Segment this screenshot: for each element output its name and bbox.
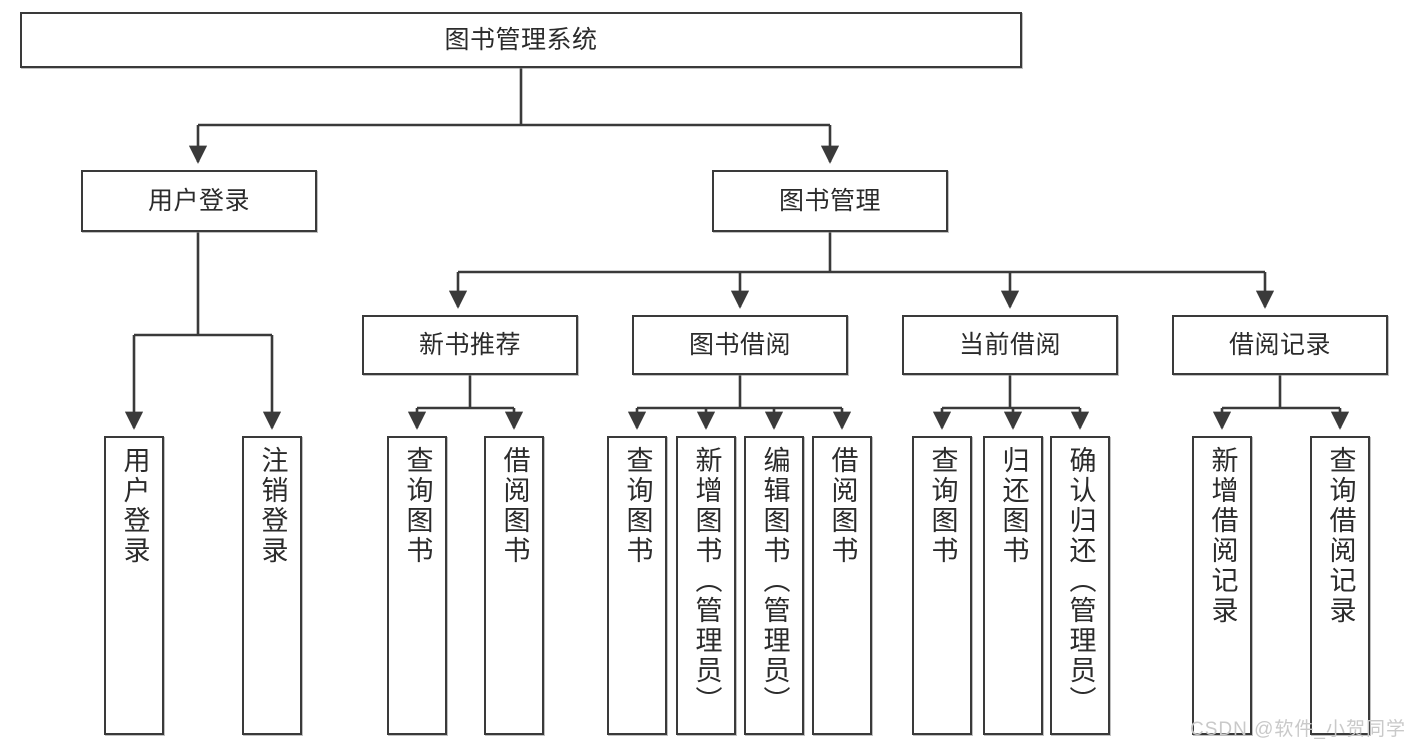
- leaf-borrow-book-newbook-label: 借阅图书: [499, 446, 530, 566]
- leaf-query-book-newbook-label: 查询图书: [402, 446, 433, 566]
- leaf-add-book-admin[interactable]: 新增图书（管理员）: [676, 436, 736, 735]
- leaf-query-book-borrow-label: 查询图书: [622, 446, 653, 566]
- leaf-logout-login-label: 注销登录: [257, 446, 288, 566]
- csdn-watermark: CSDN @软件_小贺同学: [1190, 719, 1405, 740]
- node-book-management[interactable]: 图书管理: [712, 170, 948, 232]
- leaf-edit-book-admin-label: 编辑图书（管理员）: [759, 446, 790, 716]
- leaf-confirm-return-admin-label: 确认归还（管理员）: [1065, 446, 1096, 716]
- leaf-logout-login[interactable]: 注销登录: [242, 436, 302, 735]
- leaf-query-borrow-record[interactable]: 查询借阅记录: [1310, 436, 1370, 735]
- leaf-query-book-current[interactable]: 查询图书: [912, 436, 972, 735]
- leaf-query-book-borrow[interactable]: 查询图书: [607, 436, 667, 735]
- leaf-edit-book-admin[interactable]: 编辑图书（管理员）: [744, 436, 804, 735]
- leaf-add-borrow-record[interactable]: 新增借阅记录: [1192, 436, 1252, 735]
- leaf-return-book-label: 归还图书: [998, 446, 1029, 566]
- node-current-borrow[interactable]: 当前借阅: [902, 315, 1118, 375]
- node-user-login[interactable]: 用户登录: [81, 170, 317, 232]
- node-root-label: 图书管理系统: [444, 25, 598, 54]
- leaf-borrow-book-newbook[interactable]: 借阅图书: [484, 436, 544, 735]
- node-new-book-recommend[interactable]: 新书推荐: [362, 315, 578, 375]
- node-current-borrow-label: 当前借阅: [958, 330, 1061, 359]
- node-book-management-label: 图书管理: [778, 186, 881, 215]
- leaf-user-login-label: 用户登录: [119, 446, 150, 566]
- leaf-confirm-return-admin[interactable]: 确认归还（管理员）: [1050, 436, 1110, 735]
- node-book-borrow-label: 图书借阅: [688, 330, 791, 359]
- leaf-borrow-book[interactable]: 借阅图书: [812, 436, 872, 735]
- node-borrow-record-label: 借阅记录: [1228, 330, 1331, 359]
- node-root[interactable]: 图书管理系统: [20, 12, 1022, 68]
- leaf-return-book[interactable]: 归还图书: [983, 436, 1043, 735]
- leaf-user-login[interactable]: 用户登录: [104, 436, 164, 735]
- leaf-query-book-current-label: 查询图书: [927, 446, 958, 566]
- leaf-add-borrow-record-label: 新增借阅记录: [1207, 446, 1238, 626]
- leaf-query-book-newbook[interactable]: 查询图书: [387, 436, 447, 735]
- node-user-login-label: 用户登录: [147, 186, 250, 215]
- node-book-borrow[interactable]: 图书借阅: [632, 315, 848, 375]
- leaf-borrow-book-label: 借阅图书: [827, 446, 858, 566]
- leaf-query-borrow-record-label: 查询借阅记录: [1325, 446, 1356, 626]
- leaf-add-book-admin-label: 新增图书（管理员）: [691, 446, 722, 716]
- node-new-book-recommend-label: 新书推荐: [418, 330, 521, 359]
- node-borrow-record[interactable]: 借阅记录: [1172, 315, 1388, 375]
